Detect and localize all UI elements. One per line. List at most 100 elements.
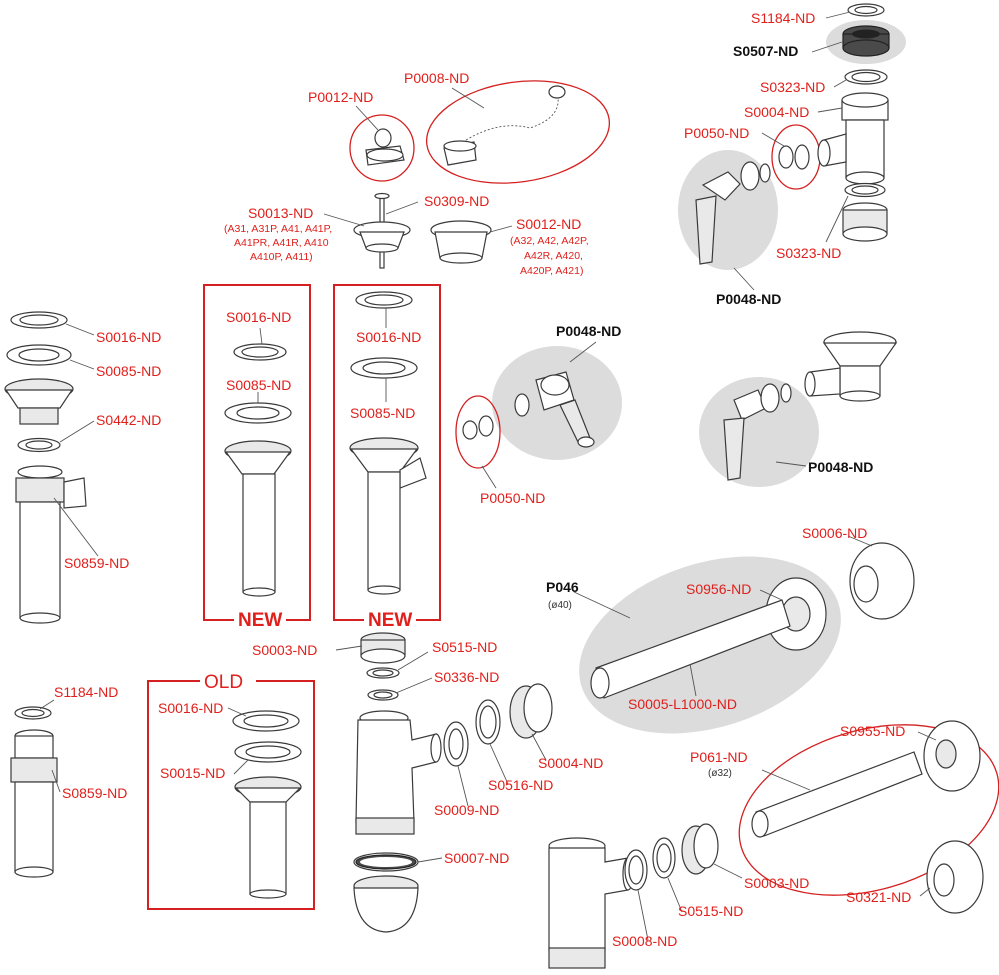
label-s0016-left: S0016-ND bbox=[96, 329, 161, 345]
label-s0009: S0009-ND bbox=[434, 802, 499, 818]
label-s0006: S0006-ND bbox=[802, 525, 867, 541]
part-nut-top-right bbox=[842, 202, 888, 242]
label-p0048-top: P0048-ND bbox=[716, 291, 781, 307]
part-s0085-new2 bbox=[350, 357, 418, 379]
old-label-bg bbox=[200, 670, 256, 692]
label-s0859-left2: S0859-ND bbox=[62, 785, 127, 801]
label-s1184-left: S1184-ND bbox=[54, 684, 118, 700]
label-s0336: S0336-ND bbox=[434, 669, 499, 685]
part-s0016-new2 bbox=[355, 291, 413, 309]
label-s0442: S0442-ND bbox=[96, 412, 161, 428]
label-s0515-bottom: S0515-ND bbox=[678, 903, 743, 919]
label-old: OLD bbox=[204, 672, 243, 693]
part-s0015 bbox=[234, 741, 302, 763]
part-p0048-mid bbox=[514, 371, 595, 448]
label-p046-dia: (ø40) bbox=[548, 600, 572, 611]
part-s0955 bbox=[923, 720, 981, 792]
part-trap-body-mid bbox=[355, 710, 442, 835]
part-s0012 bbox=[430, 220, 492, 264]
part-s0003-mid bbox=[360, 632, 406, 664]
label-p0050-top: P0050-ND bbox=[684, 125, 749, 141]
label-p061-dia: (ø32) bbox=[708, 768, 732, 779]
label-s0507: S0507-ND bbox=[733, 43, 798, 59]
label-s0085-new2: S0085-ND bbox=[350, 405, 415, 421]
part-s0009 bbox=[443, 721, 469, 767]
part-s0085-left bbox=[6, 344, 72, 366]
part-p0050-top bbox=[778, 144, 810, 170]
label-p0048-mid: P0048-ND bbox=[556, 323, 621, 339]
leader-lines bbox=[39, 11, 937, 941]
label-s0516: S0516-ND bbox=[488, 777, 553, 793]
part-s0016-left bbox=[10, 311, 68, 329]
label-s0016-new2: S0016-ND bbox=[356, 329, 421, 345]
label-new-2: NEW bbox=[368, 610, 412, 631]
label-s0956: S0956-ND bbox=[686, 581, 751, 597]
label-p0008: P0008-ND bbox=[404, 70, 469, 86]
label-s0085-new1: S0085-ND bbox=[226, 377, 291, 393]
label-s0323-bottom: S0323-ND bbox=[776, 245, 841, 261]
label-s0003-bottom: S0003-ND bbox=[744, 875, 809, 891]
label-s0004-mid: S0004-ND bbox=[538, 755, 603, 771]
part-s0007 bbox=[353, 852, 419, 872]
label-p046: P046 bbox=[546, 579, 579, 595]
part-s0323-top bbox=[844, 69, 888, 85]
ring-p0008 bbox=[425, 80, 611, 184]
part-p0012 bbox=[365, 128, 405, 166]
label-p061: P061-ND bbox=[690, 749, 748, 765]
new-label-bg-2 bbox=[364, 606, 416, 632]
label-s0323-top: S0323-ND bbox=[760, 79, 825, 95]
label-s0955: S0955-ND bbox=[840, 723, 905, 739]
part-p0048-top bbox=[695, 161, 771, 265]
part-trap-cup bbox=[353, 875, 419, 933]
part-s0321 bbox=[926, 840, 984, 914]
part-p0048-right bbox=[723, 383, 792, 481]
part-s0336 bbox=[367, 689, 399, 701]
label-s0013-models-3: A410P, A411) bbox=[250, 251, 313, 263]
label-p0012: P0012-ND bbox=[308, 89, 373, 105]
ring-p0050-mid bbox=[455, 395, 501, 469]
part-s0004-mid bbox=[509, 683, 553, 739]
label-new-1: NEW bbox=[238, 610, 282, 631]
label-s0007: S0007-ND bbox=[444, 850, 509, 866]
label-s1184-top: S1184-ND bbox=[751, 10, 815, 26]
part-pipe-old bbox=[234, 776, 302, 899]
part-s0013 bbox=[353, 221, 411, 253]
label-p0048-right: P0048-ND bbox=[808, 459, 873, 475]
part-s0507 bbox=[842, 25, 890, 57]
ring-p061 bbox=[738, 724, 999, 896]
part-pipe-new1 bbox=[224, 440, 292, 597]
label-s0004-top: S0004-ND bbox=[744, 104, 809, 120]
label-s0859-left: S0859-ND bbox=[64, 555, 129, 571]
label-s0016-old: S0016-ND bbox=[158, 700, 223, 716]
part-s0515-bottom bbox=[652, 837, 676, 879]
part-s0016-old bbox=[232, 710, 300, 732]
label-s0015: S0015-ND bbox=[160, 765, 225, 781]
part-s0006 bbox=[849, 542, 915, 620]
label-s0005: S0005-L1000-ND bbox=[628, 696, 737, 712]
label-s0515-mid: S0515-ND bbox=[432, 639, 497, 655]
label-s0321: S0321-ND bbox=[846, 889, 911, 905]
part-s0516 bbox=[475, 699, 501, 745]
label-s0013-models-2: A41PR, A41R, A410 bbox=[234, 237, 329, 249]
part-trap-body-top bbox=[817, 92, 889, 185]
part-s0016-new1 bbox=[233, 343, 287, 361]
part-s0008 bbox=[624, 849, 648, 891]
part-funnel-right bbox=[804, 331, 898, 402]
part-strainer-left bbox=[4, 378, 74, 425]
label-s0013-models-1: (A31, A31P, A41, A41P, bbox=[224, 223, 332, 235]
label-s0003-mid: S0003-ND bbox=[252, 642, 317, 658]
new-label-bg-1 bbox=[234, 606, 286, 632]
part-p0050-mid bbox=[462, 415, 494, 440]
part-tube-left-bottom bbox=[10, 729, 58, 878]
ring-p0012 bbox=[349, 114, 415, 182]
label-p0050-mid: P0050-ND bbox=[480, 490, 545, 506]
label-s0012: S0012-ND bbox=[516, 216, 581, 232]
part-pipe-new2 bbox=[349, 437, 427, 595]
label-s0008: S0008-ND bbox=[612, 933, 677, 949]
label-s0012-models-1: (A32, A42, A42P, bbox=[510, 235, 589, 247]
part-trap-body-bottom bbox=[548, 837, 634, 969]
label-s0013: S0013-ND bbox=[248, 205, 313, 221]
label-s0085-left: S0085-ND bbox=[96, 363, 161, 379]
part-p0008 bbox=[443, 85, 566, 166]
